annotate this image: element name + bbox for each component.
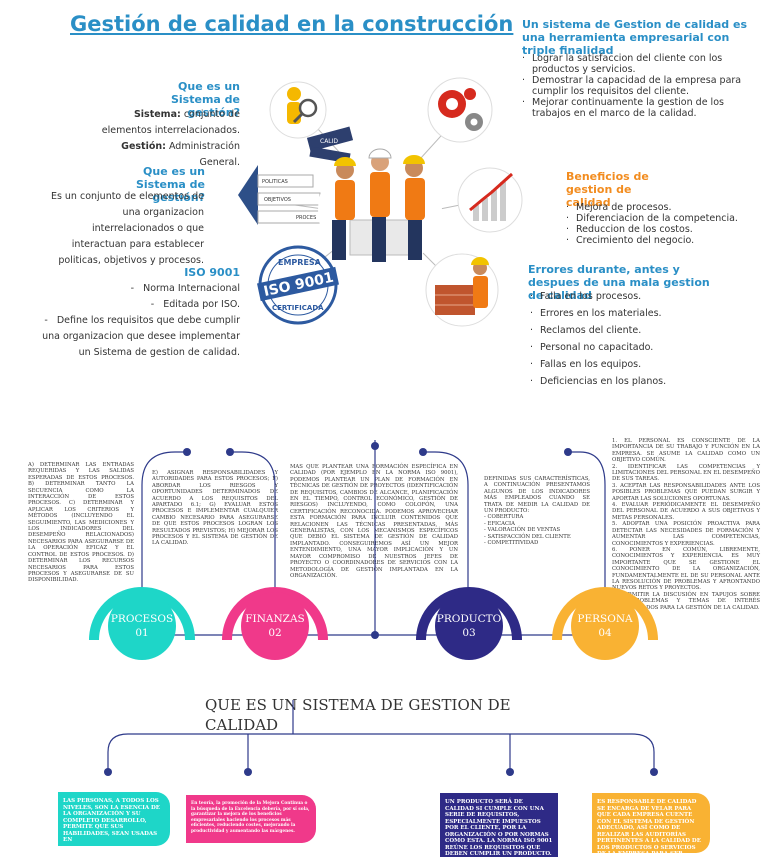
col4-intro: DEFINIDAS SUS CARACTERÍSTICAS, A CONTINU… [484, 476, 590, 515]
circle-label: PROCESOS [110, 613, 174, 625]
list-item: 1. EL PERSONAL ES CONSCIENTE DE LA IMPOR… [612, 438, 760, 464]
seal-top-text: EMPRESA [278, 258, 322, 267]
pyramid-label-objetivos: OBJETIVOS [264, 197, 291, 203]
procesos-circle: PROCESOS 01 [108, 592, 176, 660]
list-item: 4. EVALUAR PERIÓDICAMENTE EL DESEMPEÑO D… [612, 502, 760, 521]
bottom-connectors [104, 700, 658, 776]
sistema-gestion-text: Es un conjunto de elementos de una organ… [50, 191, 204, 266]
list-item: Reduccion de los costos. [564, 224, 764, 235]
timeline-col2-text: E) ASIGNAR RESPONSABILIDADES Y AUTORIDAD… [152, 470, 278, 547]
responsable-card: ES RESPONSABLE DE CALIDAD SE ENCARGA DE … [592, 793, 710, 864]
timeline-col5: 1. EL PERSONAL ES CONSCIENTE DE LA IMPOR… [612, 438, 760, 611]
sistema-label: Sistema: [133, 109, 181, 120]
pyramid-label-procesos: PROCES [296, 215, 316, 221]
list-item: - COBERTURA [484, 514, 524, 521]
list-item: 7. PERMITIR LA DISCUSIÓN EN TAPUJOS SOBR… [612, 591, 760, 611]
list-item: - Define los requisitos que debe cumplir… [42, 315, 240, 358]
iso-list: - Norma Internacional - Editada por ISO.… [42, 281, 240, 361]
finanzas-circle: FINANZAS 02 [241, 592, 309, 660]
personas-card: LAS PERSONAS, A TODOS LOS NIVELES, SON L… [58, 792, 170, 846]
list-item: Mejora de procesos. [564, 202, 764, 213]
beneficios-list: Mejora de procesos. Diferenciacion de la… [564, 202, 764, 246]
circle-label: PERSONA [577, 613, 633, 625]
mejora-card: En teoría, la promoción de la Mejora Con… [186, 795, 316, 843]
pyramid-diagram: POLITICAS OBJETIVOS PROCES [238, 165, 329, 225]
central-illustration: CALID POLITICAS OBJETIVOS PROCES [238, 77, 523, 327]
list-item: - VALORACIÓN DE VENTAS [484, 527, 561, 534]
list-item: Lograr la satisfaccion del cliente con l… [520, 53, 760, 75]
gestion-text: Administración General. [165, 141, 240, 168]
bottom-title: QUE ES UN SISTEMA DE GESTION DE CALIDAD [205, 696, 511, 734]
list-item: - SATISFACCIÓN DEL CLIENTE [484, 533, 571, 540]
list-item: Crecimiento del negocio. [564, 235, 764, 246]
svg-text:CALID: CALID [320, 138, 338, 145]
list-item: - Editada por ISO. [150, 299, 240, 310]
triple-finalidad-list: Lograr la satisfaccion del cliente con l… [520, 53, 760, 119]
magnifier-person-icon [269, 81, 327, 139]
bricklayer-icon [425, 253, 499, 327]
circle-number: 01 [135, 627, 149, 639]
list-item: 6. PONER EN COMÚN, LIBREMENTE, CONOCIMIE… [612, 546, 760, 592]
list-item: 5. ADOPTAR UNA POSICIÓN PROACTIVA PARA D… [612, 521, 760, 547]
growth-chart-icon [457, 167, 523, 233]
list-item: Falla en los procesos. [528, 288, 728, 305]
persona-circle: PERSONA 04 [571, 592, 639, 660]
timeline-col1-text: A) DETERMINAR LAS ENTRADAS REQUERIDAS Y … [28, 462, 134, 584]
list-item: Fallas en los equipos. [528, 356, 728, 373]
errores-list: Falla en los procesos. Errores en los ma… [528, 288, 728, 390]
list-item: Errores en los materiales. [528, 305, 728, 322]
list-item: Deficiencias en los planos. [528, 373, 728, 390]
list-item: Mejorar continuamente la gestion de los … [520, 97, 760, 119]
workers-illustration [318, 148, 442, 270]
timeline-col4: DEFINIDAS SUS CARACTERÍSTICAS, A CONTINU… [484, 476, 590, 546]
sistema-text: conjunto de elementos interrelacionados. [101, 109, 240, 136]
list-item: - Norma Internacional [130, 283, 240, 294]
list-item: 3. ACEPTAR LAS RESPONSABILIDADES ANTE LO… [612, 482, 760, 502]
gestion-label: Gestión: [121, 141, 166, 152]
sistema-gestion-heading-2: Que es un Sistema de gestión? [135, 165, 205, 204]
sistema-gestion-heading: Que es un Sistema de gestión? [170, 80, 240, 119]
list-item: Demostrar la capacidad de la empresa par… [520, 75, 760, 97]
list-item: Diferenciacion de la competencia. [564, 213, 764, 224]
list-item: Reclamos del cliente. [528, 322, 728, 339]
seal-bottom-text: CERTIFICADA [272, 304, 324, 312]
list-item: Personal no capacitado. [528, 339, 728, 356]
beneficios-heading: Beneficios de gestion de calidad [566, 170, 649, 209]
iso-heading: ISO 9001 [184, 266, 240, 279]
triple-finalidad-heading: Un sistema de Gestion de calidad es una … [522, 18, 747, 57]
circle-number: 02 [268, 627, 282, 639]
producto-circle: PRODUCTO 03 [435, 592, 503, 660]
circle-number: 04 [598, 627, 612, 639]
list-item: 2. IDENTIFICAR LAS COMPETENCIAS Y LIMITA… [612, 463, 760, 483]
page-title: Gestión de calidad en la construcción [70, 12, 514, 36]
list-item: - COMPETITIVIDAD [484, 540, 539, 547]
pyramid-label-politicas: POLITICAS [262, 179, 288, 185]
producto-card: UN PRODUCTO SERÁ DE CALIDAD SI CUMPLE CO… [440, 793, 558, 857]
circle-number: 03 [462, 627, 476, 639]
sistema-gestion-definition: Sistema: conjunto de elementos interrela… [95, 107, 240, 171]
timeline-col3-text: MAS QUE PLANTEAR UNA FORMACIÓN ESPECÍFIC… [290, 464, 458, 579]
gears-icon [427, 77, 493, 143]
list-item: - EFICACIA [484, 520, 515, 527]
iso-certificate-seal: EMPRESA ISO 9001 CERTIFICADA [257, 245, 339, 325]
circle-label: FINANZAS [245, 613, 305, 625]
circle-label: PRODUCTO [436, 613, 502, 625]
